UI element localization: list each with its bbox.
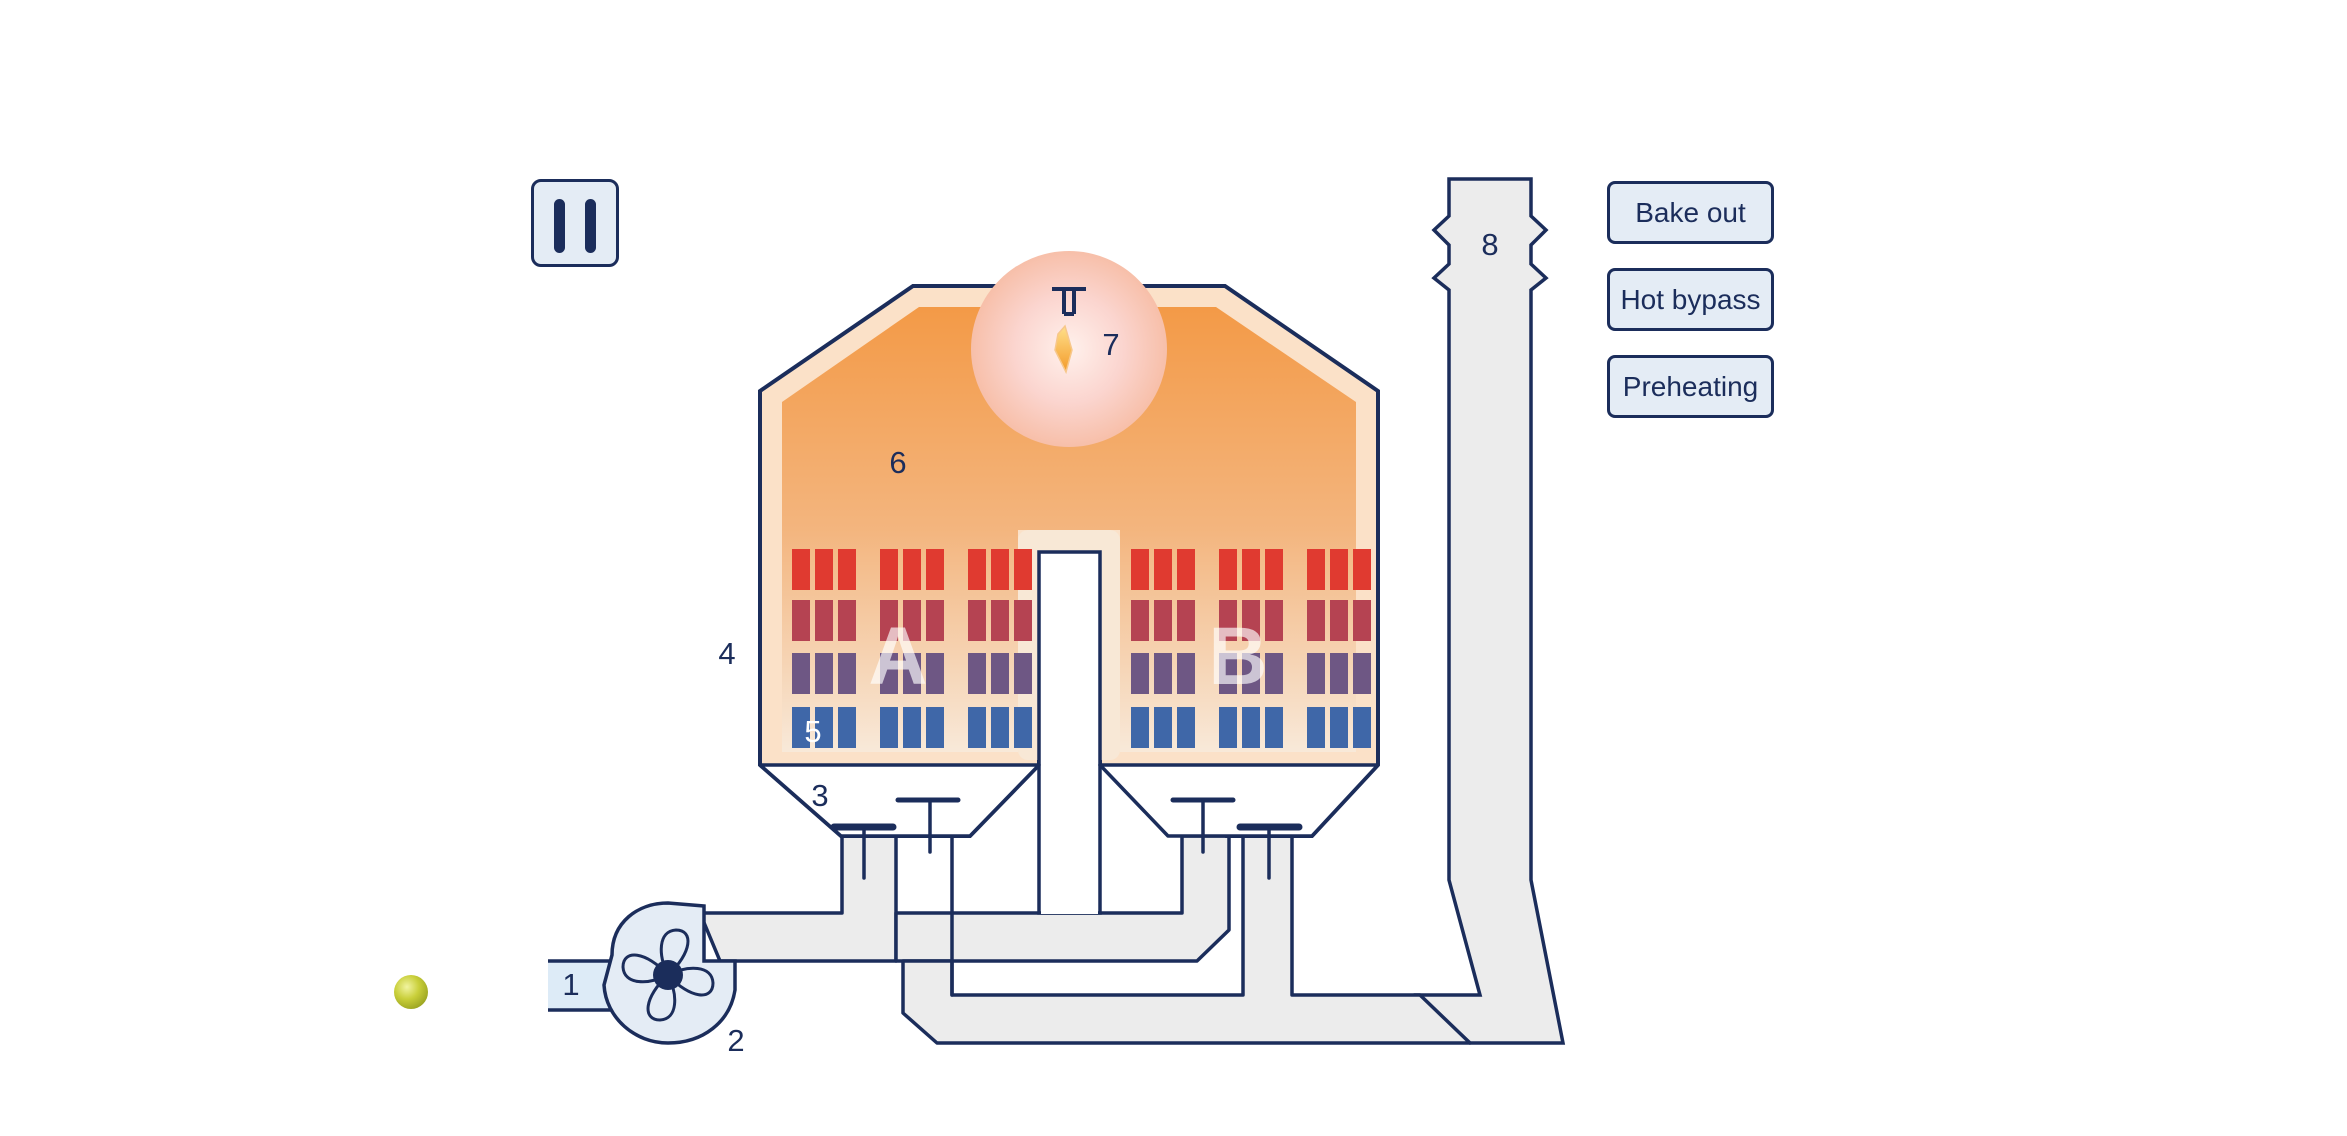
media-block [903,549,921,590]
media-block [1353,600,1371,641]
burner-nozzle [1052,287,1086,316]
media-block [1131,707,1149,748]
media-block [1265,707,1283,748]
media-block [926,600,944,641]
label-valve-chamber: 3 [811,778,828,813]
label-stack: 8 [1481,227,1498,262]
media-block [1330,600,1348,641]
media-block [880,707,898,748]
label-bed-b: B [1208,611,1267,702]
media-block [1131,600,1149,641]
media-block [792,600,810,641]
media-block [1242,653,1260,694]
media-block [991,549,1009,590]
media-block [838,653,856,694]
exhaust-stack [1413,177,1566,1045]
media-block [968,707,986,748]
media-block [880,600,898,641]
hot-bypass-button[interactable]: Hot bypass [1607,268,1774,331]
media-block [1177,707,1195,748]
label-inlet: 1 [562,967,579,1002]
media-block [1307,600,1325,641]
media-block [968,600,986,641]
media-block [968,653,986,694]
label-combustion-chamber: 6 [889,445,906,480]
pause-button[interactable] [531,179,619,267]
center-channel-floor [1041,764,1098,914]
media-block [1154,600,1172,641]
media-block [1014,549,1032,590]
media-block [1242,707,1260,748]
bake-out-button[interactable]: Bake out [1607,181,1774,244]
media-block [838,707,856,748]
media-block [815,600,833,641]
media-block [1353,653,1371,694]
media-block [1177,600,1195,641]
label-housing: 4 [718,636,735,671]
preheating-button[interactable]: Preheating [1607,355,1774,418]
media-block [903,600,921,641]
media-block [926,707,944,748]
media-block [1330,549,1348,590]
media-block [1219,600,1237,641]
media-block [1154,653,1172,694]
duct-network [698,834,1472,1045]
media-block [1242,600,1260,641]
media-block [1131,549,1149,590]
media-block [1154,549,1172,590]
status-indicator-icon [394,975,428,1009]
media-block [1014,653,1032,694]
ceramic-bed-a [792,549,1032,748]
media-block [815,549,833,590]
media-block [1265,600,1283,641]
media-block [838,549,856,590]
label-bed-a: A [868,611,927,702]
media-block [1265,549,1283,590]
media-block [1265,653,1283,694]
media-block [991,707,1009,748]
media-block [1177,549,1195,590]
media-block [1154,707,1172,748]
media-block [926,549,944,590]
label-fan: 2 [727,1023,744,1058]
media-block [792,707,810,748]
media-block [968,549,986,590]
media-block [1330,653,1348,694]
media-block [880,653,898,694]
media-block [792,549,810,590]
media-block [815,707,833,748]
media-block [1353,549,1371,590]
media-block [1014,707,1032,748]
media-block [991,600,1009,641]
media-block [1014,600,1032,641]
flame-icon [1054,324,1073,375]
ceramic-bed-b [1131,549,1371,748]
media-block [880,549,898,590]
media-block [815,653,833,694]
media-block [1242,549,1260,590]
media-block [1307,707,1325,748]
media-block [1219,549,1237,590]
label-burner: 7 [1102,327,1119,362]
media-block [991,653,1009,694]
media-block [1353,707,1371,748]
media-block [1177,653,1195,694]
media-block [792,653,810,694]
media-block [903,707,921,748]
media-block [1307,549,1325,590]
combustion-chamber [782,307,1356,752]
poppet-valves [830,797,1303,880]
media-block [838,600,856,641]
media-block [1307,653,1325,694]
media-block [1219,653,1237,694]
media-block [1330,707,1348,748]
fan-icon [621,928,715,1022]
media-block [903,653,921,694]
media-block [1131,653,1149,694]
label-ceramic-bed: 5 [804,714,821,749]
media-block [1219,707,1237,748]
media-block [926,653,944,694]
